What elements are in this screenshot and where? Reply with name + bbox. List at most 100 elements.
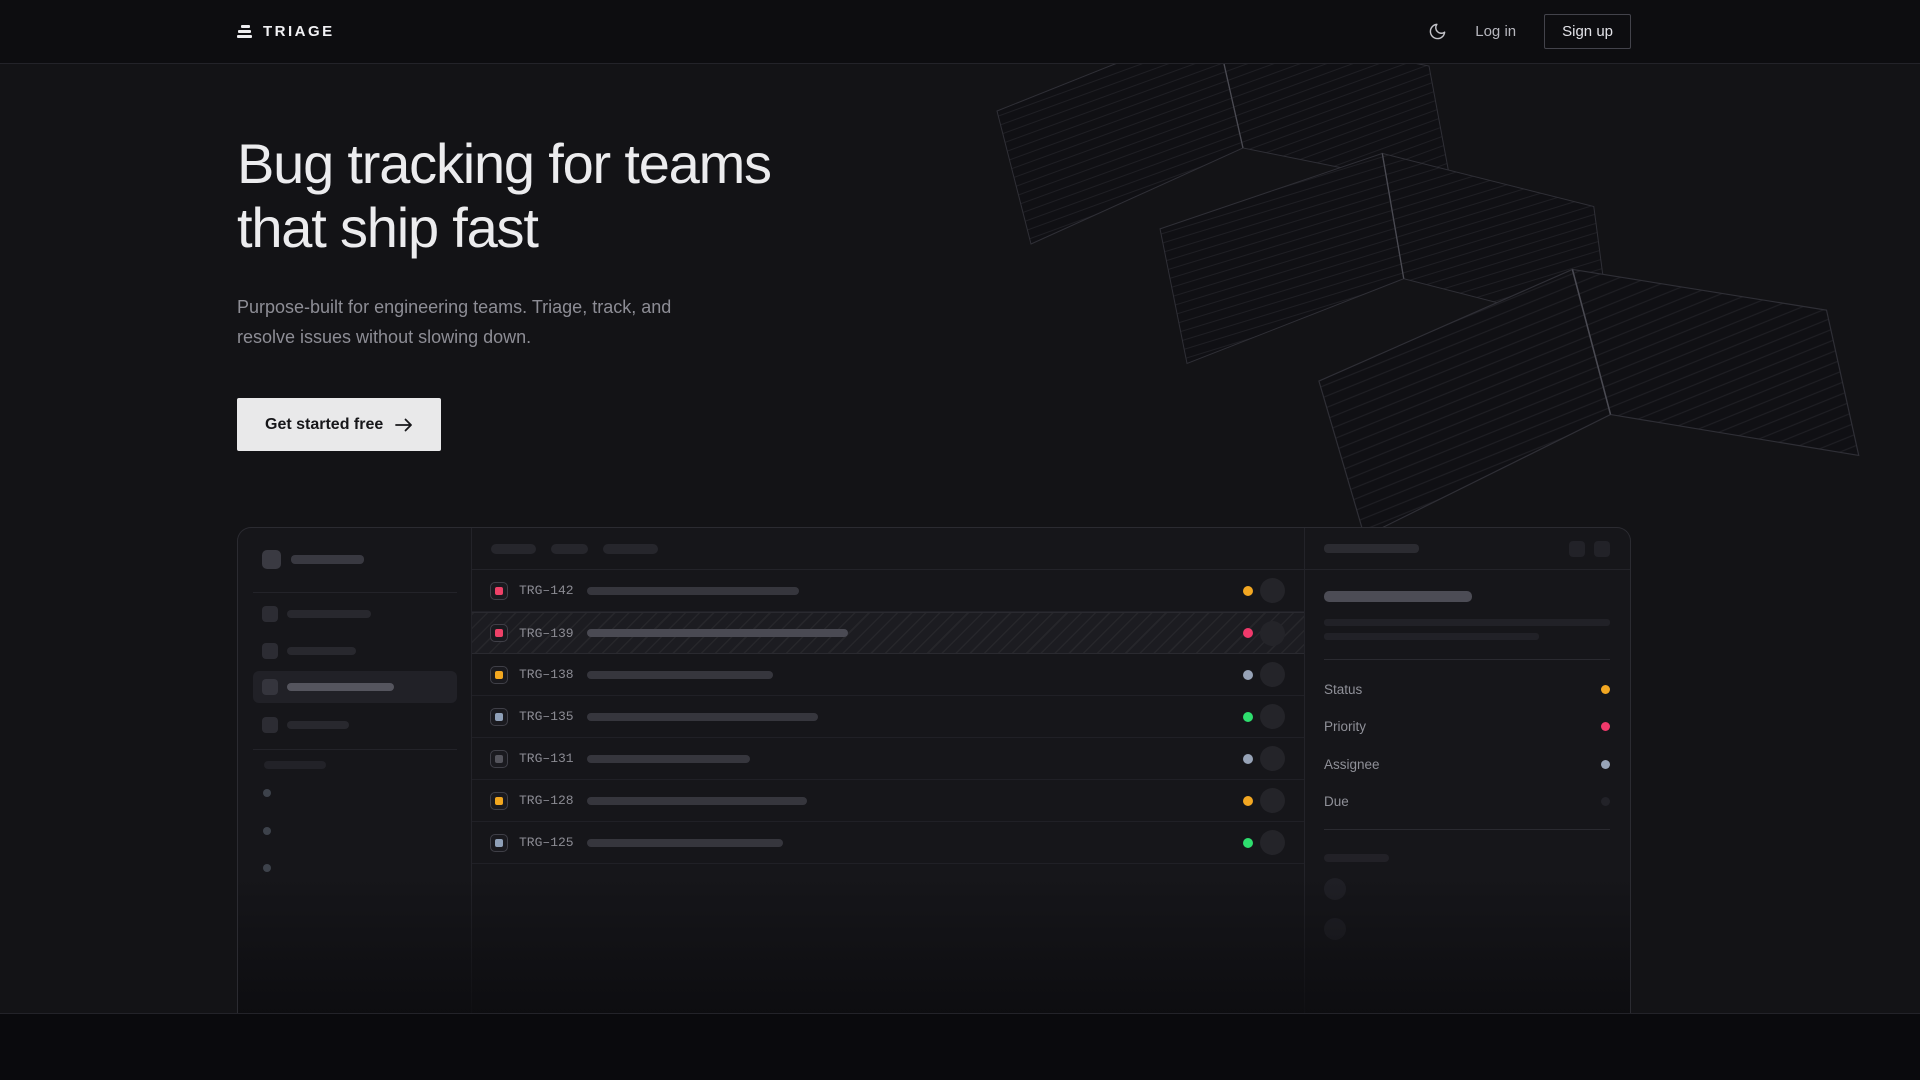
issue-status-dot bbox=[1243, 711, 1253, 722]
issue-title-skeleton bbox=[587, 670, 773, 679]
triage-logo-icon bbox=[237, 25, 252, 38]
issue-assignee-avatar[interactable] bbox=[1260, 788, 1285, 813]
arrow-right-icon bbox=[395, 418, 413, 431]
get-started-label: Get started free bbox=[265, 415, 384, 433]
issue-assignee-avatar[interactable] bbox=[1260, 746, 1285, 771]
detail-header bbox=[1305, 528, 1630, 570]
sidebar-divider bbox=[253, 749, 457, 750]
brand-logo[interactable]: TRIAGE bbox=[237, 23, 335, 40]
detail-divider bbox=[1324, 659, 1610, 660]
issue-id: TRG–142 bbox=[519, 583, 574, 598]
detail-field-value-dot[interactable] bbox=[1601, 796, 1610, 806]
detail-field-row: Priority bbox=[1324, 718, 1610, 734]
issue-assignee-avatar[interactable] bbox=[1260, 662, 1285, 687]
sidebar-bullet bbox=[263, 827, 271, 835]
moon-icon bbox=[1429, 23, 1446, 40]
navbar-inner: TRIAGE Log in Sign up bbox=[237, 14, 1631, 49]
issue-row[interactable]: TRG–125 bbox=[472, 822, 1304, 864]
comment-avatar bbox=[1324, 878, 1346, 900]
sidebar-item-skeleton-active[interactable] bbox=[287, 683, 394, 691]
detail-field-value-dot[interactable] bbox=[1601, 721, 1610, 731]
get-started-button[interactable]: Get started free bbox=[237, 398, 442, 451]
issue-id: TRG–125 bbox=[519, 835, 574, 850]
issue-assignee-avatar[interactable] bbox=[1260, 620, 1285, 646]
detail-field-row: Assignee bbox=[1324, 756, 1610, 772]
issue-type-icon bbox=[490, 833, 508, 852]
workspace-icon bbox=[262, 550, 281, 569]
navbar: TRIAGE Log in Sign up bbox=[0, 0, 1920, 64]
page-title-line2: that ship fast bbox=[237, 196, 539, 259]
issue-assignee-avatar[interactable] bbox=[1260, 830, 1285, 855]
issue-title-skeleton bbox=[587, 796, 807, 805]
filter-pill-skeleton[interactable] bbox=[491, 544, 536, 554]
issue-type-icon bbox=[490, 665, 508, 684]
issue-row[interactable]: TRG–139 bbox=[472, 612, 1304, 654]
detail-description-skeleton bbox=[1324, 633, 1539, 640]
detail-section-label-skeleton bbox=[1324, 854, 1389, 862]
issue-row[interactable]: TRG–131 bbox=[472, 738, 1304, 780]
comment-avatar bbox=[1324, 918, 1346, 940]
filter-pill-skeleton[interactable] bbox=[603, 544, 658, 554]
sidebar-item-skeleton[interactable] bbox=[287, 647, 356, 655]
issue-type-icon bbox=[490, 624, 508, 642]
page-title-line1: Bug tracking for teams bbox=[237, 132, 772, 195]
issue-id: TRG–138 bbox=[519, 667, 574, 682]
issue-rows-container: TRG–142 TRG–139 TRG–138 TRG–135 TRG–131 … bbox=[472, 570, 1304, 864]
issue-title-skeleton bbox=[587, 629, 848, 637]
issue-row[interactable]: TRG–142 bbox=[472, 570, 1304, 612]
issue-detail-panel: Status Priority Assignee Due bbox=[1305, 528, 1630, 1013]
dark-mode-toggle[interactable] bbox=[1428, 22, 1447, 41]
issue-type-icon bbox=[490, 581, 508, 600]
detail-field-value-dot[interactable] bbox=[1601, 759, 1610, 769]
issue-status-dot bbox=[1243, 837, 1253, 848]
issue-title-skeleton bbox=[587, 754, 750, 763]
footer bbox=[0, 1013, 1920, 1080]
detail-description-skeleton bbox=[1324, 619, 1610, 626]
workspace-name-skeleton bbox=[291, 555, 364, 564]
issue-row[interactable]: TRG–128 bbox=[472, 780, 1304, 822]
detail-field-row: Status bbox=[1324, 681, 1610, 697]
detail-divider bbox=[1324, 829, 1610, 830]
detail-field-value-dot[interactable] bbox=[1601, 684, 1610, 694]
issue-id: TRG–128 bbox=[519, 793, 574, 808]
sidebar-divider bbox=[253, 592, 457, 593]
page-title: Bug tracking for teams that ship fast bbox=[237, 132, 772, 260]
hero-subtitle: Purpose-built for engineering teams. Tri… bbox=[237, 292, 671, 352]
sidebar-item-skeleton[interactable] bbox=[287, 610, 371, 618]
detail-action-button[interactable] bbox=[1594, 541, 1610, 557]
issue-row[interactable]: TRG–135 bbox=[472, 696, 1304, 738]
detail-field-row: Due bbox=[1324, 793, 1610, 809]
issue-title-skeleton bbox=[587, 712, 818, 721]
issue-id: TRG–139 bbox=[519, 625, 574, 641]
issue-status-dot bbox=[1243, 753, 1253, 764]
detail-field-label: Status bbox=[1324, 681, 1363, 697]
issue-assignee-avatar[interactable] bbox=[1260, 578, 1285, 603]
issue-id: TRG–131 bbox=[519, 751, 574, 766]
mockup-sidebar bbox=[238, 528, 472, 1013]
issue-assignee-avatar[interactable] bbox=[1260, 704, 1285, 729]
issue-status-dot bbox=[1243, 628, 1253, 638]
issue-list-header bbox=[472, 528, 1304, 570]
detail-field-label: Assignee bbox=[1324, 756, 1380, 772]
sidebar-item-icon bbox=[262, 643, 278, 659]
detail-field-label: Due bbox=[1324, 793, 1349, 809]
issue-type-icon bbox=[490, 791, 508, 810]
detail-action-button[interactable] bbox=[1569, 541, 1585, 557]
issue-status-dot bbox=[1243, 585, 1253, 596]
detail-title-skeleton bbox=[1324, 591, 1472, 602]
issue-status-dot bbox=[1243, 669, 1253, 680]
detail-header-skeleton bbox=[1324, 544, 1419, 553]
sidebar-item-icon bbox=[262, 679, 278, 695]
issue-row[interactable]: TRG–138 bbox=[472, 654, 1304, 696]
sidebar-section-label-skeleton bbox=[264, 761, 326, 769]
sidebar-item-skeleton[interactable] bbox=[287, 721, 349, 729]
sidebar-bullet bbox=[263, 864, 271, 872]
signup-button[interactable]: Sign up bbox=[1544, 14, 1631, 49]
issue-list: TRG–142 TRG–139 TRG–138 TRG–135 TRG–131 … bbox=[472, 528, 1305, 1013]
app-mockup: TRG–142 TRG–139 TRG–138 TRG–135 TRG–131 … bbox=[237, 527, 1631, 1013]
filter-pill-skeleton[interactable] bbox=[551, 544, 588, 554]
issue-title-skeleton bbox=[587, 586, 799, 595]
login-link[interactable]: Log in bbox=[1475, 23, 1517, 40]
detail-field-label: Priority bbox=[1324, 718, 1367, 734]
sidebar-item-icon bbox=[262, 606, 278, 622]
